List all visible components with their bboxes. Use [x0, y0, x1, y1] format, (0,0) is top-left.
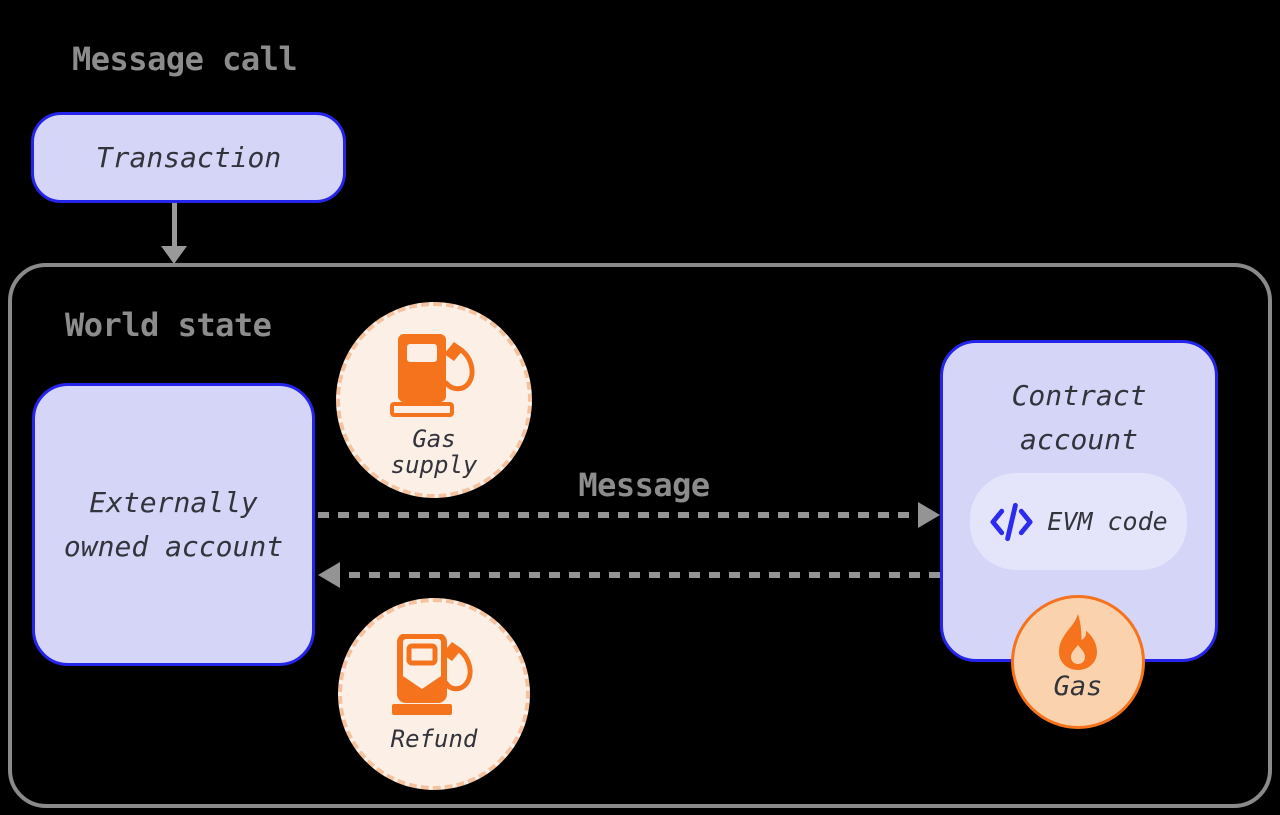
contract-label-line1: Contract	[1011, 379, 1147, 412]
transaction-node: Transaction	[31, 112, 346, 203]
contract-label: Contract account	[943, 374, 1215, 462]
transaction-arrow-head	[161, 246, 187, 264]
message-arrow-line	[318, 512, 918, 518]
gas-badge-label: Gas	[1053, 671, 1103, 702]
code-icon	[989, 502, 1034, 542]
gas-supply-label-line2: supply	[390, 451, 478, 479]
page-title: Message call	[72, 40, 298, 78]
contract-label-line2: account	[1019, 423, 1138, 456]
return-arrow-head	[318, 562, 340, 588]
gas-supply-label-line1: Gas	[412, 425, 456, 453]
evm-code-pill: EVM code	[970, 473, 1187, 570]
message-arrow-label: Message	[578, 466, 710, 504]
message-arrow-head	[918, 502, 940, 528]
evm-code-label: EVM code	[1047, 507, 1168, 536]
fuel-pump-icon	[390, 334, 478, 418]
transaction-arrow-stem	[172, 203, 177, 247]
flame-icon	[1052, 612, 1104, 672]
eoa-node: Externally owned account	[32, 383, 315, 666]
fuel-pump-refund-icon	[390, 633, 478, 718]
transaction-label: Transaction	[95, 140, 282, 174]
eoa-label-line2: owned account	[63, 529, 284, 563]
eoa-label-line1: Externally	[89, 485, 258, 519]
gas-badge: Gas	[1011, 595, 1145, 729]
refund-badge: Refund	[338, 598, 530, 790]
world-state-label: World state	[65, 306, 272, 344]
world-state-container: World state Externally owned account Gas…	[8, 263, 1272, 808]
return-arrow-line	[340, 572, 940, 578]
contract-node: Contract account EVM code	[940, 340, 1218, 662]
refund-label: Refund	[390, 725, 478, 753]
